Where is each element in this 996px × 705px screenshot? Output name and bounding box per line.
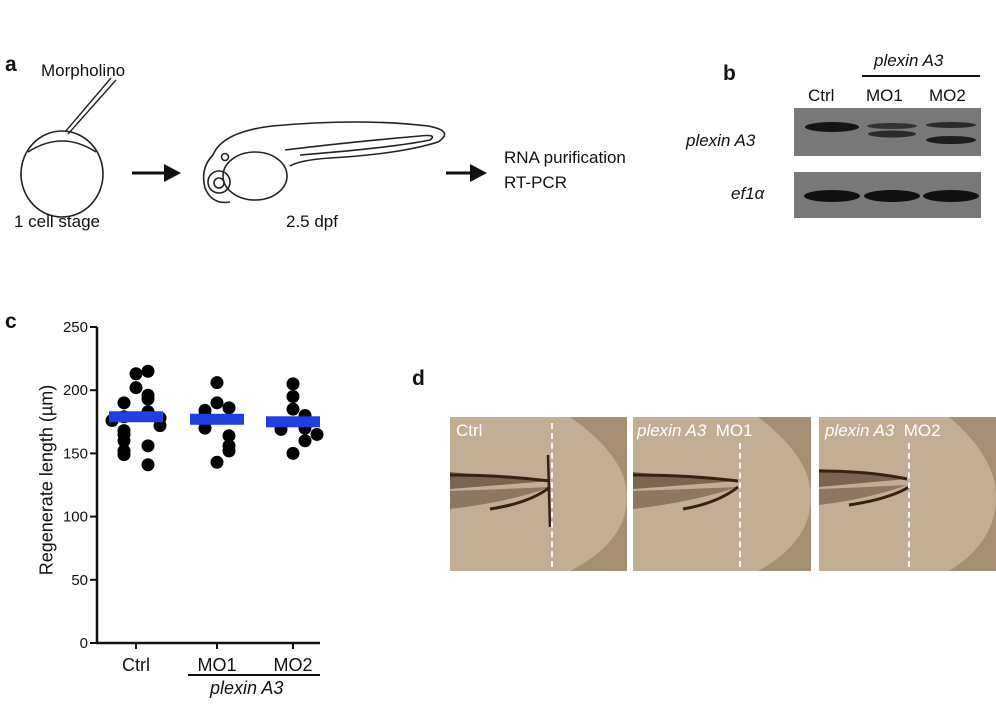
y-tick-label: 150: [63, 445, 88, 462]
fin-image-label: Ctrl: [456, 421, 483, 440]
fin-image-mo2: plexin A3 MO2: [819, 417, 996, 571]
data-point: [141, 364, 155, 378]
fin-image-mo1: plexin A3 MO1: [633, 417, 811, 571]
data-point: [129, 381, 143, 395]
zebrafish-embryo-icon: [202, 121, 446, 204]
morpholino-label: Morpholino: [41, 61, 126, 80]
y-axis-label: Regenerate length (µm): [36, 384, 57, 576]
y-tick-label: 50: [71, 572, 88, 589]
gel-lane-mo2: MO2: [929, 86, 966, 105]
panel-c-letter: c: [5, 310, 17, 333]
data-point: [153, 419, 167, 433]
stage2-label: 2.5 dpf: [286, 212, 338, 231]
fin-image-label-mo: MO1: [715, 421, 753, 440]
amputation-line: [739, 443, 741, 567]
x-tick-label: Ctrl: [122, 655, 150, 675]
gel-group-underline: [862, 75, 980, 77]
arrow-head-icon: [470, 164, 487, 182]
amputation-line: [908, 443, 910, 567]
gel-lane-mo1: MO1: [866, 86, 903, 105]
fin-image-label: plexin A3 MO2: [825, 421, 941, 441]
step-label-1: RNA purification: [504, 148, 626, 167]
data-point: [141, 439, 155, 453]
mean-bar: [109, 411, 163, 423]
panel-b-letter: b: [723, 62, 736, 85]
fin-image-label-gene: plexin A3: [825, 421, 895, 440]
data-point: [129, 367, 143, 381]
data-point: [117, 448, 131, 462]
y-tick-label: 0: [80, 635, 88, 652]
x-tick-label: MO2: [273, 655, 312, 675]
y-tick-label: 200: [63, 382, 88, 399]
data-point: [222, 429, 236, 443]
x-group-label: plexin A3: [210, 678, 284, 698]
data-point: [222, 401, 236, 415]
fin-image-label-mo: MO2: [903, 421, 941, 440]
data-point: [210, 455, 224, 469]
data-point: [310, 427, 324, 441]
y-tick-label: 250: [63, 319, 88, 336]
x-group-underline: [188, 674, 320, 676]
y-ticks: 0 50 100 150 200 250: [63, 319, 294, 652]
one-cell-embryo-icon: [20, 130, 104, 218]
arrow-right-icon: [132, 164, 181, 182]
data-point: [298, 434, 312, 448]
fin-image-label-gene: plexin A3: [637, 421, 707, 440]
x-tick-label: MO1: [197, 655, 236, 675]
stage1-label: 1 cell stage: [14, 212, 100, 231]
gel-ef1a: [794, 172, 981, 218]
y-tick-label: 100: [63, 509, 88, 526]
data-point: [198, 421, 212, 435]
x-tick-labels: Ctrl MO1 MO2: [122, 655, 313, 675]
amputation-line: [551, 423, 553, 567]
panel-d-letter: d: [412, 367, 425, 390]
panel-a-letter: a: [5, 53, 17, 76]
data-point: [117, 396, 131, 410]
needle-icon: [64, 77, 117, 135]
y-axis: [95, 327, 320, 645]
data-point: [222, 444, 236, 458]
gel-row-plexin: plexin A3: [686, 131, 756, 150]
gel-row-ef1a: ef1α: [731, 184, 765, 203]
data-point: [141, 458, 155, 472]
mean-bar: [190, 413, 244, 425]
data-point: [286, 390, 300, 404]
data-point: [286, 377, 300, 391]
mean-bars: [109, 411, 320, 428]
fin-image-ctrl: Ctrl: [450, 417, 627, 571]
gel-group-label: plexin A3: [874, 51, 944, 70]
data-point: [117, 434, 131, 448]
gel-plexin-a3: [794, 108, 981, 156]
step-label-2: RT-PCR: [504, 173, 567, 192]
mean-bar: [266, 416, 320, 428]
data-point: [210, 396, 224, 410]
regenerate-length-chart: 0 50 100 150 200 250 Ctrl MO1 MO2: [63, 319, 324, 675]
data-point: [286, 402, 300, 416]
gel-lane-ctrl: Ctrl: [808, 86, 835, 105]
fin-image-label: plexin A3 MO1: [637, 421, 753, 441]
data-point: [210, 376, 224, 390]
embryo-diagram: [20, 77, 470, 218]
data-point: [141, 392, 155, 406]
data-point: [286, 446, 300, 460]
